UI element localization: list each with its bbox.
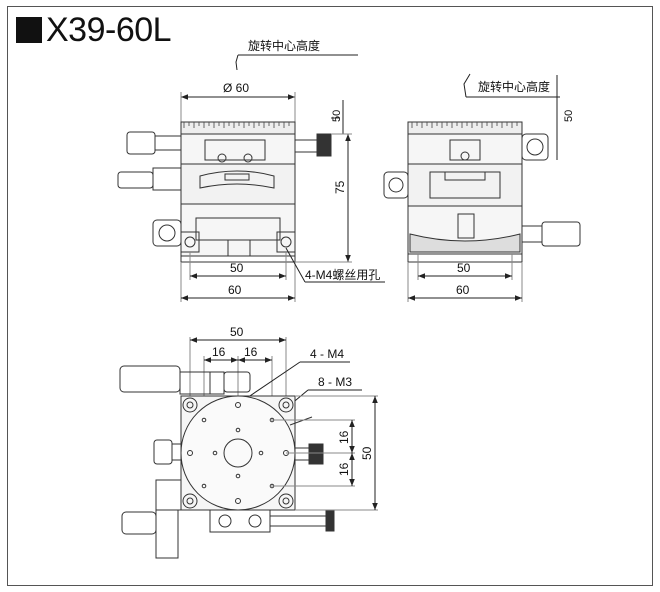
- front-width-60-label: 60: [228, 283, 242, 297]
- side-rotation-callout: 旋转中心高度: [463, 73, 560, 98]
- m4-holes-label: 4 - M4: [310, 347, 344, 361]
- front-view: 旋转中心高度 Ø 60: [117, 38, 385, 302]
- thread-holes-label: 4-M4螺丝用孔: [305, 268, 380, 282]
- drawing-frame: [7, 6, 653, 586]
- top-spacing-16-lower-label: 16: [337, 462, 351, 476]
- side-width-50-label: 50: [457, 261, 471, 275]
- front-height-upper-label: 50: [331, 110, 343, 122]
- side-view: 旋转中心高度 50: [383, 73, 581, 302]
- top-height-50-label: 50: [360, 446, 374, 460]
- side-rotation-height-label: 旋转中心高度: [478, 79, 550, 94]
- top-width-50-label: 50: [230, 325, 244, 339]
- top-spacing-16-upper-label: 16: [337, 430, 351, 444]
- front-scale-ticks: [183, 122, 290, 128]
- model-name: X39-60L: [46, 11, 172, 49]
- front-width-50-label: 50: [230, 261, 244, 275]
- side-width-60-label: 60: [456, 283, 470, 297]
- model-title: X39-60L: [16, 10, 172, 50]
- front-diameter-label: Ø 60: [223, 81, 249, 95]
- top-spacing-16-right-label: 16: [244, 345, 258, 359]
- front-height-75-label: 75: [333, 180, 347, 194]
- side-height-50-label: 50: [563, 110, 575, 122]
- m3-holes-label: 8 - M3: [318, 375, 352, 389]
- top-view: 50 16 16 4 - M4 8 - M3: [119, 325, 378, 559]
- front-rotation-height-label: 旋转中心高度: [248, 38, 320, 53]
- top-spacing-16-left-label: 16: [212, 345, 226, 359]
- title-square-icon: [16, 17, 42, 43]
- front-rotation-callout: 旋转中心高度: [235, 38, 358, 71]
